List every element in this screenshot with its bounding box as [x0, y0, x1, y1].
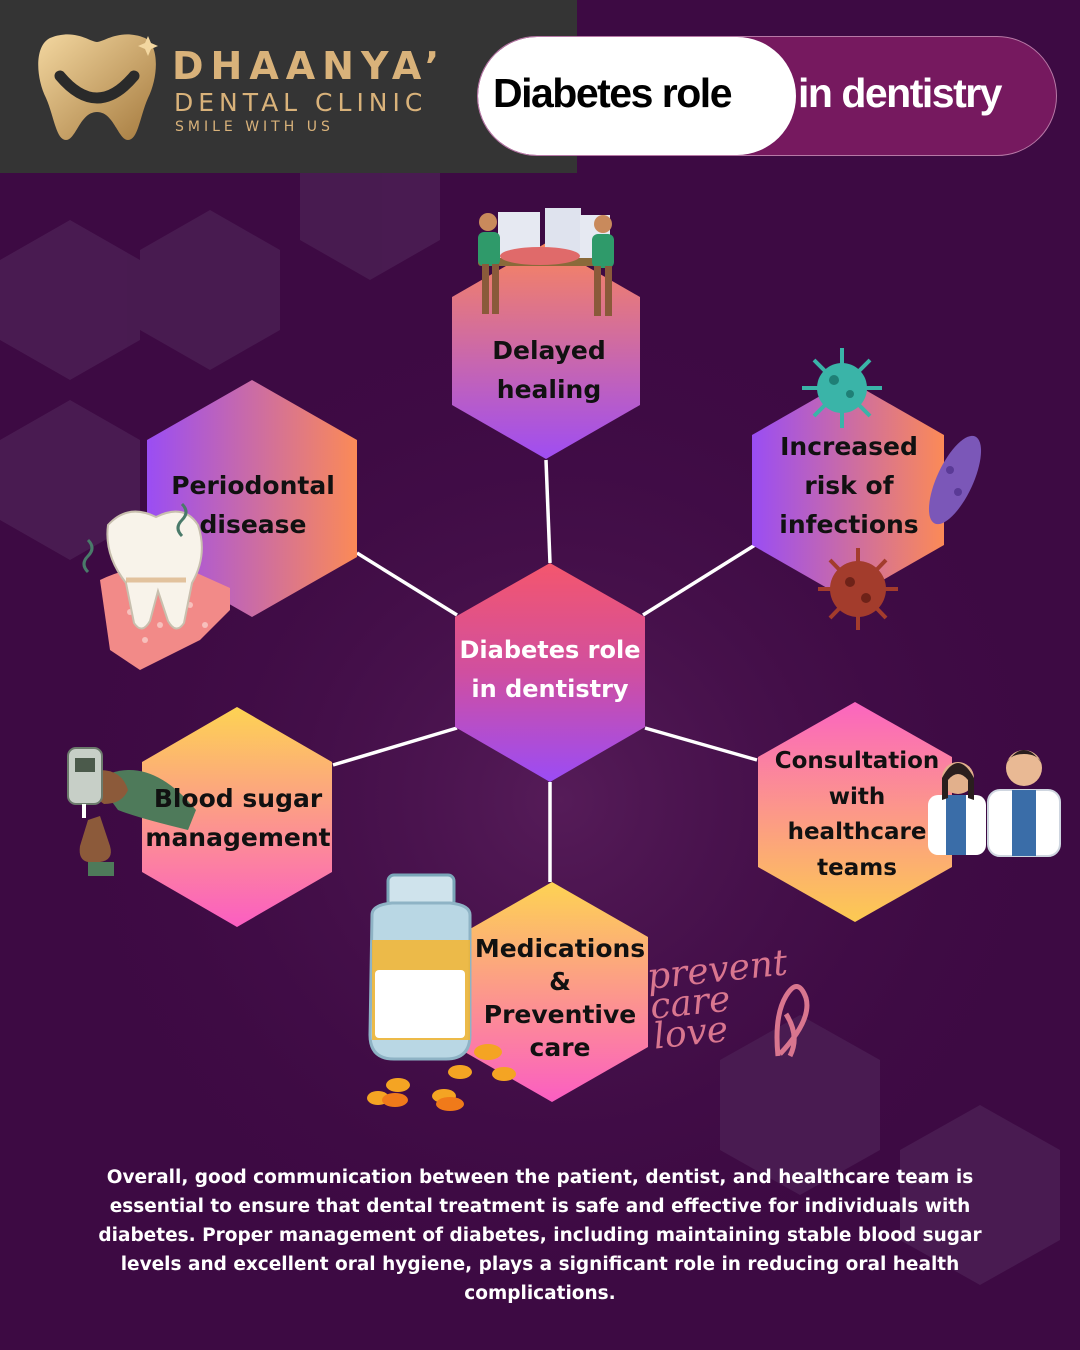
node-medications: Medications & Preventive care	[474, 934, 646, 1062]
hex-consultation	[758, 702, 952, 922]
hex-blood-sugar	[142, 707, 332, 927]
prevent-care-love-script: prevent care love	[645, 942, 790, 1058]
glucometer-icon	[67, 747, 196, 876]
connector-line	[644, 726, 758, 762]
stretcher-icon	[478, 208, 614, 316]
brand-name: DHAANYA’	[172, 44, 447, 88]
germ-icon	[802, 348, 982, 630]
node-periodontal: Periodontal disease	[171, 471, 335, 539]
summary-text: Overall, good communication between the …	[98, 1167, 982, 1304]
brand-tagline: SMILE WITH US	[175, 119, 334, 135]
node-delayed-healing: Delayed healing	[492, 336, 606, 404]
hex-infections	[752, 380, 944, 600]
tooth-icon	[82, 502, 230, 670]
title-left: Diabetes role	[493, 70, 733, 116]
node-consultation: Consultation with healthcare teams	[774, 748, 940, 881]
node-blood-sugar: Blood sugar management	[145, 784, 331, 852]
connector-line	[356, 551, 458, 617]
connector-line	[544, 459, 552, 564]
doctors-icon	[928, 750, 1061, 857]
title-right: in dentistry	[798, 70, 1002, 116]
hex-center	[455, 563, 645, 782]
tooth-logo-icon	[38, 34, 158, 140]
connector-line	[642, 543, 756, 617]
title-pill	[477, 36, 1057, 156]
ribbon-icon	[774, 984, 810, 1058]
brand-subtitle: DENTAL CLINIC	[174, 88, 428, 117]
node-infections: Increased risk of infections	[779, 431, 919, 539]
center-label: Diabetes role in dentistry	[459, 636, 641, 703]
pill-bottle-icon	[367, 873, 516, 1111]
connector-line	[332, 726, 458, 767]
hex-medications	[456, 882, 648, 1102]
